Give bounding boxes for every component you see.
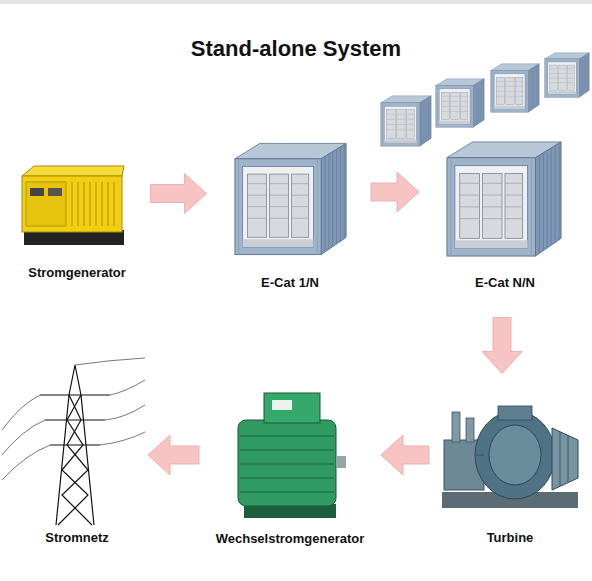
container-illustrations — [235, 53, 589, 256]
flow-arrow — [371, 172, 419, 212]
equipment-node: Stromnetz — [12, 355, 142, 546]
equipment-node: E-Cat N/N — [425, 55, 585, 291]
flow-arrow — [482, 318, 522, 374]
equipment-node: Wechselstromgenerator — [205, 385, 375, 547]
turbine-illustration — [442, 406, 578, 508]
alternator-illustration — [238, 393, 346, 518]
equipment-node: Turbine — [435, 400, 585, 546]
equipment-label: E-Cat N/N — [425, 274, 585, 291]
equipment-label: E-Cat 1/N — [215, 274, 365, 291]
equipment-label: Wechselstromgenerator — [205, 530, 375, 547]
equipment-label: Turbine — [435, 529, 585, 546]
flow-arrow — [151, 174, 207, 214]
top-band — [0, 0, 592, 4]
pylon-illustration — [2, 358, 145, 525]
equipment-label: Stromgenerator — [12, 264, 142, 281]
equipment-label: Stromnetz — [12, 529, 142, 546]
diagram-title: Stand-alone System — [0, 36, 592, 62]
equipment-node: Stromgenerator — [12, 160, 142, 281]
flow-arrow — [381, 435, 429, 475]
generator-illustration — [22, 166, 124, 245]
flow-arrow — [148, 435, 199, 475]
equipment-node: E-Cat 1/N — [215, 135, 365, 291]
